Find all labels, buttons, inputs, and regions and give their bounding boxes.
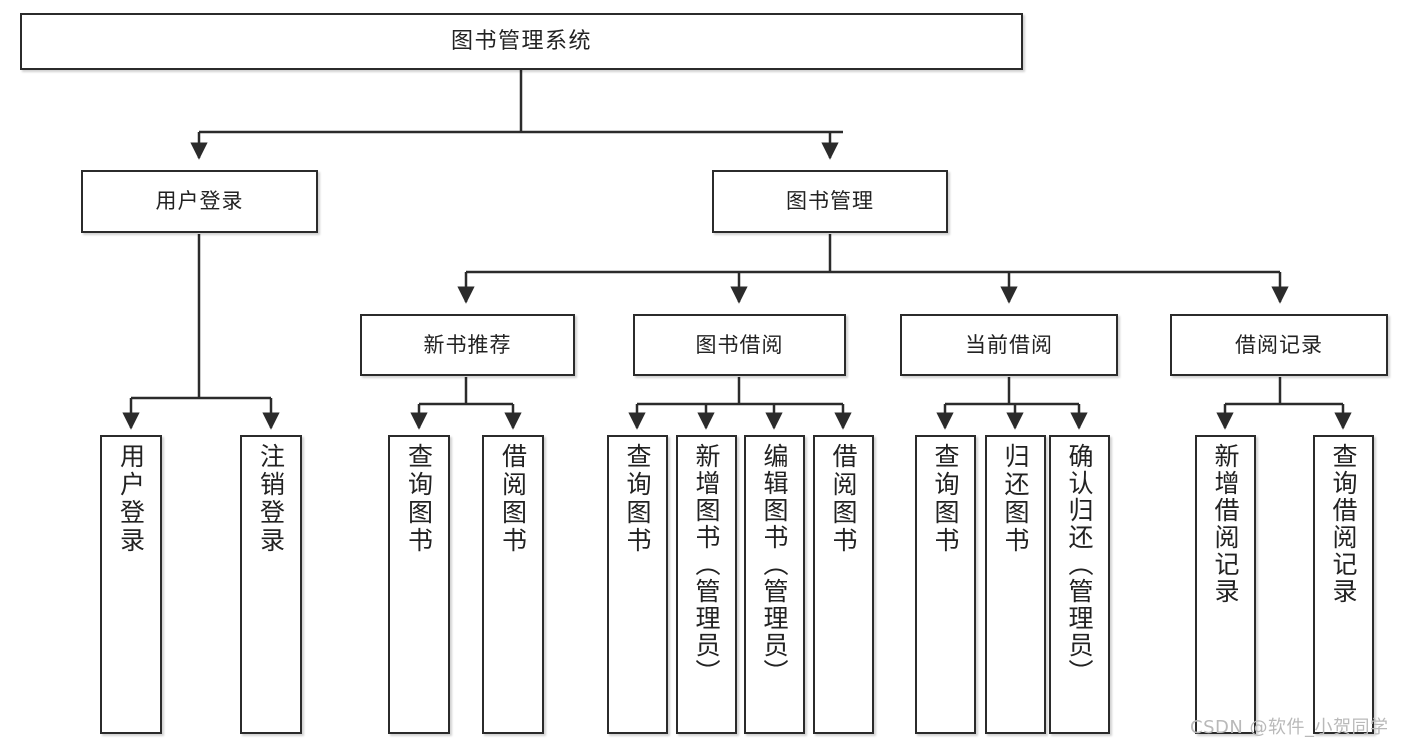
node-label: 借阅图书 — [829, 443, 858, 555]
node-label: 新增借阅记录 — [1211, 443, 1240, 605]
node-label: 注销登录 — [256, 443, 286, 555]
node-current-borrow[interactable]: 当前借阅 — [900, 314, 1118, 376]
leaf-logout-login[interactable]: 注销登录 — [240, 435, 302, 734]
csdn-watermark: CSDN @软件_小贺同学 — [1190, 717, 1389, 738]
leaf-query-book-2[interactable]: 查询图书 — [607, 435, 668, 734]
node-label: 图书管理 — [786, 189, 874, 214]
leaf-borrow-book-1[interactable]: 借阅图书 — [482, 435, 544, 734]
node-book-manage[interactable]: 图书管理 — [712, 170, 948, 233]
leaf-borrow-book-2[interactable]: 借阅图书 — [813, 435, 874, 734]
node-label: 用户登录 — [155, 189, 244, 214]
leaf-user-login[interactable]: 用户登录 — [100, 435, 162, 734]
node-label: 借阅记录 — [1235, 332, 1323, 357]
node-borrow-record[interactable]: 借阅记录 — [1170, 314, 1388, 376]
node-label: 图书借阅 — [695, 332, 784, 357]
node-label: 查询图书 — [404, 443, 434, 555]
node-label: 图书管理系统 — [450, 28, 592, 54]
leaf-query-record[interactable]: 查询借阅记录 — [1313, 435, 1374, 734]
node-label: 新书推荐 — [423, 332, 512, 357]
leaf-edit-book[interactable]: 编辑图书（管理员） — [744, 435, 805, 734]
leaf-query-book-1[interactable]: 查询图书 — [388, 435, 450, 734]
leaf-query-book-3[interactable]: 查询图书 — [915, 435, 976, 734]
node-book-borrow[interactable]: 图书借阅 — [633, 314, 846, 376]
node-label: 借阅图书 — [498, 443, 528, 555]
node-label: 编辑图书（管理员） — [760, 443, 789, 686]
node-label: 归还图书 — [1001, 443, 1030, 555]
leaf-confirm-return[interactable]: 确认归还（管理员） — [1049, 435, 1110, 734]
node-root-system[interactable]: 图书管理系统 — [20, 13, 1023, 70]
node-label: 查询借阅记录 — [1329, 443, 1358, 605]
node-label: 新增图书（管理员） — [692, 443, 721, 686]
node-label: 查询图书 — [623, 443, 652, 555]
leaf-add-book[interactable]: 新增图书（管理员） — [676, 435, 737, 734]
node-user-login[interactable]: 用户登录 — [81, 170, 318, 233]
node-new-book-rec[interactable]: 新书推荐 — [360, 314, 575, 376]
node-label: 用户登录 — [116, 443, 146, 555]
node-label: 确认归还（管理员） — [1065, 443, 1094, 686]
leaf-add-record[interactable]: 新增借阅记录 — [1195, 435, 1256, 734]
node-label: 当前借阅 — [965, 332, 1053, 357]
leaf-return-book[interactable]: 归还图书 — [985, 435, 1046, 734]
node-label: 查询图书 — [931, 443, 960, 555]
